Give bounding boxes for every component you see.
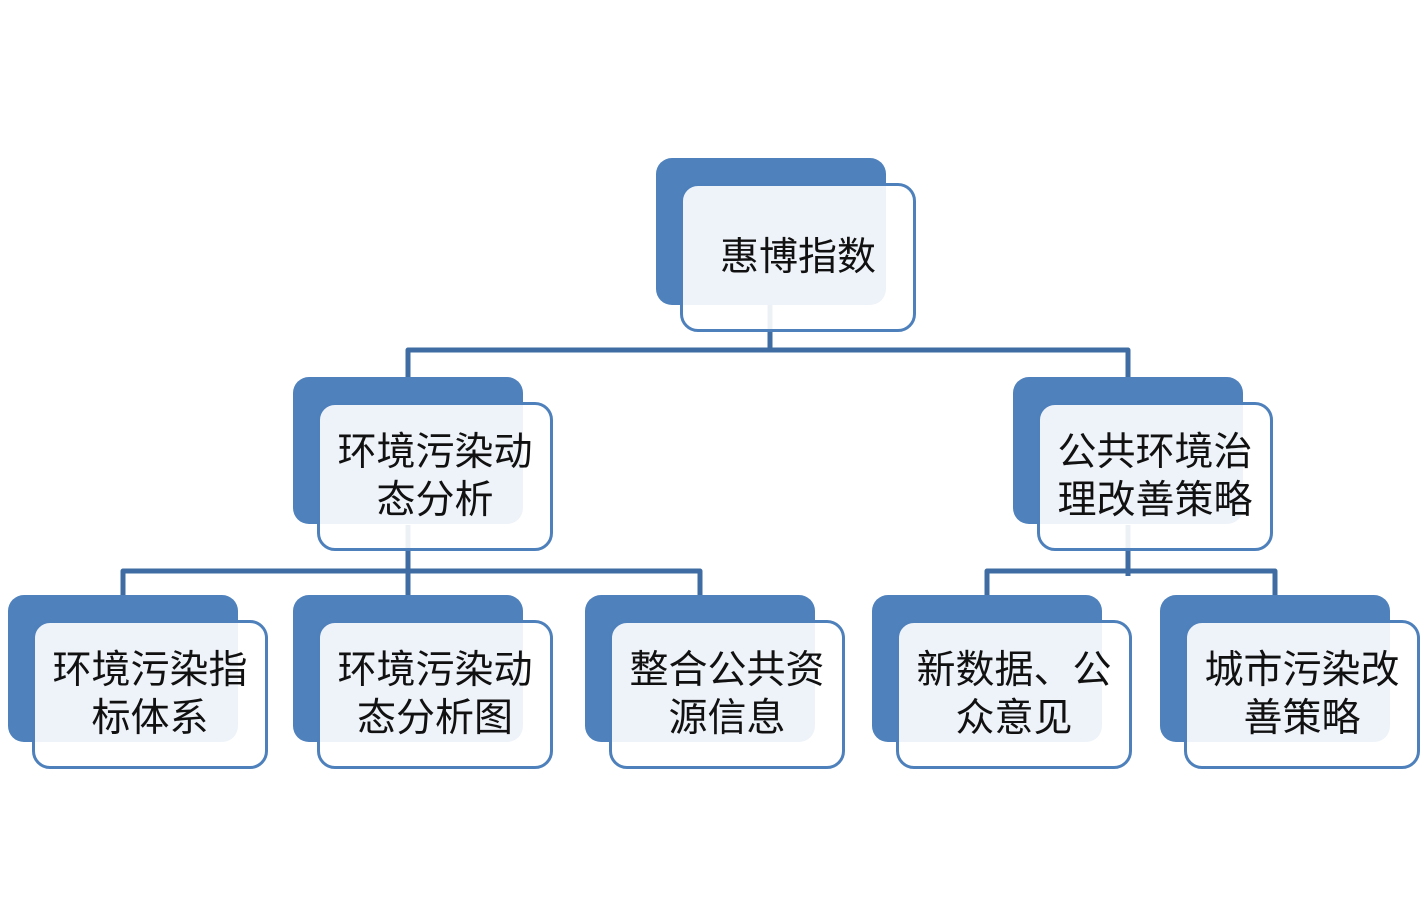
- node-root: 惠博指数: [656, 158, 922, 332]
- node-leaf-indicator-system-label: 环境污染指标体系: [52, 647, 248, 741]
- node-leaf-analysis-chart-label: 环境污染动态分析图: [337, 647, 533, 741]
- node-leaf-public-resources: 整合公共资源信息: [585, 595, 851, 769]
- node-leaf-analysis-chart-box: 环境污染动态分析图: [317, 620, 553, 769]
- node-leaf-analysis-chart: 环境污染动态分析图: [293, 595, 559, 769]
- node-leaf-public-resources-label: 整合公共资源信息: [629, 647, 825, 741]
- node-leaf-indicator-system: 环境污染指标体系: [8, 595, 274, 769]
- node-root-label: 惠博指数: [719, 234, 876, 280]
- node-branch-left: 环境污染动态分析: [293, 377, 559, 551]
- node-leaf-indicator-system-box: 环境污染指标体系: [32, 620, 268, 769]
- node-branch-left-label: 环境污染动态分析: [337, 429, 533, 523]
- node-root-box: 惠博指数: [680, 183, 916, 332]
- node-leaf-new-data-label: 新数据、公众意见: [916, 647, 1112, 741]
- node-leaf-city-strategy: 城市污染改善策略: [1160, 595, 1426, 769]
- node-branch-right-box: 公共环境治理改善策略: [1037, 402, 1273, 551]
- node-branch-right-label: 公共环境治理改善策略: [1057, 429, 1253, 523]
- node-leaf-new-data: 新数据、公众意见: [872, 595, 1138, 769]
- node-leaf-new-data-box: 新数据、公众意见: [896, 620, 1132, 769]
- node-leaf-city-strategy-box: 城市污染改善策略: [1184, 620, 1420, 769]
- node-branch-right: 公共环境治理改善策略: [1013, 377, 1279, 551]
- node-leaf-city-strategy-label: 城市污染改善策略: [1204, 647, 1400, 741]
- node-leaf-public-resources-box: 整合公共资源信息: [609, 620, 845, 769]
- node-branch-left-box: 环境污染动态分析: [317, 402, 553, 551]
